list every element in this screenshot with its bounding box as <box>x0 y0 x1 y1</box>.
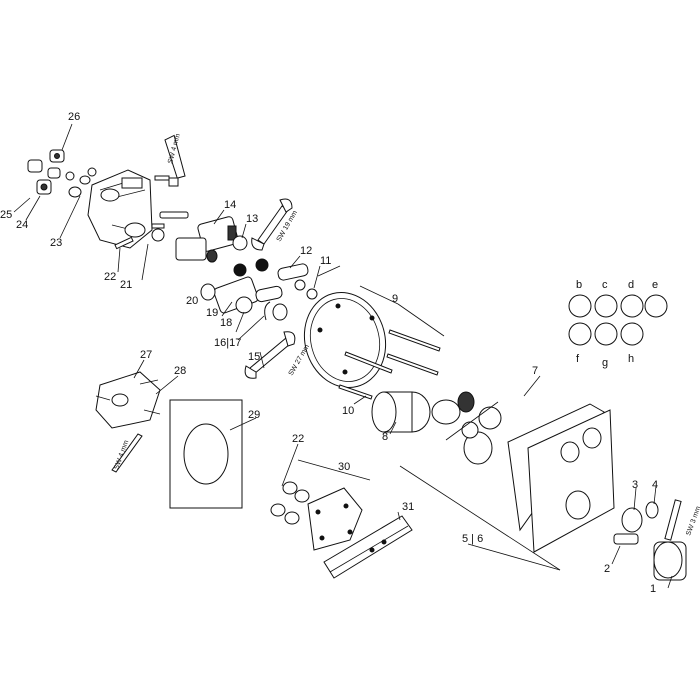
callout-28: 28 <box>174 365 186 377</box>
cover-plate-part-5-6 <box>507 403 615 553</box>
callout-22-bottom: 22 <box>292 433 304 445</box>
seal-rings-part-22-bottom <box>270 481 310 525</box>
screw-part-22-top <box>114 175 170 250</box>
callout-8: 8 <box>382 431 388 443</box>
sleeve-part-8 <box>371 391 431 433</box>
callout-27: 27 <box>140 349 152 361</box>
callout-18: 18 <box>220 317 232 329</box>
cartridge-part-18-19 <box>200 276 259 314</box>
callout-19: 19 <box>206 307 218 319</box>
callout-labels: 26 25 24 23 22 21 14 13 12 11 9 20 19 18… <box>0 111 658 595</box>
wrench-sw27 <box>244 331 296 379</box>
callout-21: 21 <box>120 279 132 291</box>
cartridge-part-20 <box>175 237 218 263</box>
callout-12: 12 <box>300 245 312 257</box>
frame-part-29 <box>169 399 243 509</box>
callout-16-17: 16|17 <box>214 337 241 349</box>
variant-f: f <box>576 353 580 365</box>
variant-b: b <box>576 279 582 291</box>
callout-26: 26 <box>68 111 80 123</box>
spindle-parts-16-17 <box>255 285 288 321</box>
allen-key-sw4-top <box>164 134 186 187</box>
callout-20: 20 <box>186 295 198 307</box>
variant-h: h <box>628 353 634 365</box>
callout-14: 14 <box>224 199 236 211</box>
callout-11: 11 <box>320 255 331 267</box>
callout-22-top: 22 <box>104 271 116 283</box>
callout-4: 4 <box>652 479 658 491</box>
valve-parts-7 <box>431 391 502 465</box>
variant-d: d <box>628 279 634 291</box>
callout-15: 15 <box>248 351 260 363</box>
handle-part-3 <box>621 507 643 533</box>
callout-3: 3 <box>632 479 638 491</box>
variant-e: e <box>652 279 658 291</box>
handle-part-4 <box>645 501 659 519</box>
callout-13: 13 <box>246 213 258 225</box>
screws-part-9 <box>344 329 441 376</box>
wrench-sw19 <box>251 198 293 251</box>
knob-part-1 <box>653 541 687 581</box>
spindle-part-2 <box>613 533 639 545</box>
callout-24: 24 <box>16 219 28 231</box>
valve-body-part-21 <box>87 169 165 249</box>
callout-2: 2 <box>604 563 610 575</box>
assembly-part-27-28 <box>95 371 161 429</box>
screw-part-10 <box>338 384 373 400</box>
pin-part-top <box>159 211 189 219</box>
callout-10: 10 <box>342 405 354 417</box>
callout-1: 1 <box>650 583 656 595</box>
knob-variants <box>568 294 668 346</box>
callout-25: 25 <box>0 209 12 221</box>
callout-7: 7 <box>532 365 538 377</box>
callout-30: 30 <box>338 461 350 473</box>
spindle-parts-12-13 <box>233 258 318 300</box>
fitting-part-26 <box>49 149 65 163</box>
variant-g: g <box>602 357 608 369</box>
variant-letter-labels: b c d e f g h <box>576 279 658 369</box>
rail-part-31 <box>323 515 413 579</box>
callout-9: 9 <box>392 293 398 305</box>
callout-29: 29 <box>248 409 260 421</box>
tool-label-sw27: SW 27 mm <box>288 343 311 377</box>
callout-23: 23 <box>50 237 62 249</box>
plate-part-30 <box>307 487 363 551</box>
allen-key-sw3 <box>664 499 682 541</box>
variant-c: c <box>602 279 608 291</box>
allen-key-sw4-left <box>111 433 143 473</box>
callout-31: 31 <box>402 501 414 513</box>
mounting-plate-part-9 <box>303 291 387 389</box>
callout-5-6: 5 | 6 <box>462 533 483 545</box>
tool-label-sw3: SW 3 mm <box>685 505 700 536</box>
seal-rings-part-23 <box>65 167 97 198</box>
leader-lines <box>13 123 673 589</box>
fitting-part-24-25 <box>27 159 61 195</box>
